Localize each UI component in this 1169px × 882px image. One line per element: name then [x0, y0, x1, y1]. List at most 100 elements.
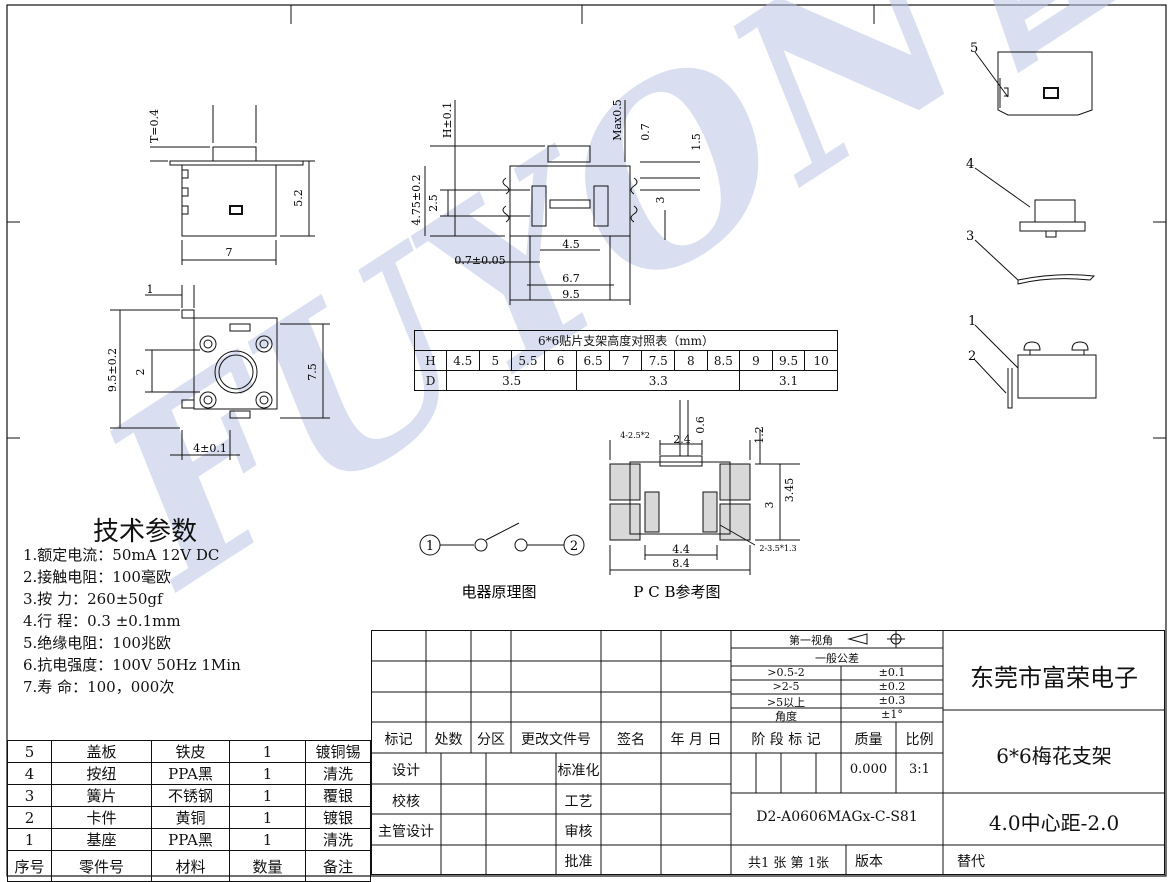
height-table-title: 6*6贴片支架高度对照表（mm）: [414, 330, 838, 351]
role-check: 校核: [392, 794, 420, 810]
dim-15: 1.5: [690, 133, 703, 151]
mass-label: 质量: [854, 732, 883, 748]
d-value: 3.1: [739, 370, 838, 391]
spec-item: 5.绝缘电阻：100兆欧: [23, 634, 171, 652]
rev-header: 处数: [434, 732, 463, 748]
dim-95b: 9.5: [562, 288, 580, 301]
bom-cell: 3: [7, 784, 52, 807]
part-name: 6*6梅花支架: [996, 744, 1112, 768]
tolerance-range: 角度: [775, 710, 797, 723]
bom-cell: 1: [229, 784, 306, 807]
bom-cell: 基座: [51, 828, 152, 851]
h-value: 5.5: [511, 350, 545, 371]
label-part-2: 2: [968, 349, 976, 364]
circuit-terminal-2: 2: [570, 539, 578, 554]
bom-cell: 卡件: [51, 806, 152, 829]
bom-cell: 黄铜: [151, 806, 230, 829]
circuit-terminal-1: 1: [426, 539, 434, 554]
h-value: 4.5: [446, 350, 480, 371]
bom-cell: 镀银: [305, 806, 371, 829]
h-value: 9: [739, 350, 773, 371]
rev-header: 年 月 日: [670, 732, 722, 748]
height-d-label: D: [414, 370, 447, 391]
mass-value: 0.000: [849, 762, 888, 777]
h-value: 7: [608, 350, 643, 371]
bom-cell: 不锈钢: [151, 784, 230, 807]
spec-item: 3.按 力：260±50gf: [23, 590, 163, 608]
tolerance-value: ±0.1: [878, 666, 906, 679]
title-block-grid: [371, 630, 1165, 875]
watermark: FUYON富荣: [55, 0, 1169, 640]
bom-cell: 1: [7, 828, 52, 851]
pcb-view: [609, 400, 800, 575]
version-label: 版本: [855, 854, 883, 870]
plan-view: [110, 285, 330, 460]
h-value: 8: [674, 350, 708, 371]
replace-label: 替代: [957, 854, 985, 870]
bom-cell: 4: [7, 762, 52, 785]
bom-cell: PPA黑: [151, 762, 230, 785]
dim-07b: 0.7±0.05: [454, 254, 505, 267]
label-part-4: 4: [966, 157, 974, 172]
bom-header-cell: 数量: [229, 850, 306, 882]
drawing-number: D2-A0606MAGx-C-S81: [756, 809, 918, 825]
dim-25: 2.5: [427, 194, 440, 212]
dim-475: 4.75±0.2: [410, 174, 423, 225]
dim-4: 4±0.1: [193, 442, 227, 455]
bom-cell: 按纽: [51, 762, 152, 785]
front-view: [150, 105, 315, 265]
bom-cell: 清洗: [305, 828, 371, 851]
bom-cell: 5: [7, 740, 52, 763]
dim-t: T=0.4: [148, 109, 161, 143]
bom-header-cell: 序号: [7, 850, 52, 882]
role-approve: 批准: [564, 854, 593, 870]
dim-2: 2: [134, 369, 147, 376]
tolerance-range: >5以上: [766, 696, 806, 709]
dim-75: 7.5: [306, 363, 319, 381]
height-table: 6*6贴片支架高度对照表（mm） H 4.5 5 5.5 6 6.5 7 7.5…: [414, 330, 838, 391]
h-value: 5: [478, 350, 513, 371]
tolerance-value: ±1°: [881, 708, 903, 721]
rev-header: 更改文件号: [521, 732, 591, 748]
role-design: 设计: [392, 763, 420, 779]
dim-max05: Max0.5: [611, 99, 624, 141]
pcb-3: 3: [763, 502, 776, 509]
section-view: [424, 100, 700, 305]
bom-header-cell: 备注: [305, 850, 371, 882]
d-value: 3.3: [576, 370, 741, 391]
scale-label: 比例: [905, 732, 934, 748]
role-lead: 主管设计: [378, 824, 434, 840]
dim-h01: H±0.1: [441, 102, 454, 138]
pcb-345: 3.45: [783, 478, 796, 503]
spec-item: 7.寿 命：100，000次: [23, 678, 175, 696]
bom-cell: 覆银: [305, 784, 371, 807]
dim-w7: 7: [226, 246, 233, 259]
spec-item: 6.抗电强度：100V 50Hz 1Min: [23, 656, 241, 674]
h-value: 7.5: [641, 350, 676, 371]
h-value: 6.5: [576, 350, 610, 371]
bom-cell: 清洗: [305, 762, 371, 785]
zone-ticks: [7, 5, 1166, 439]
bom-cell: 簧片: [51, 784, 152, 807]
bom-cell: 1: [229, 806, 306, 829]
label-part-5: 5: [970, 41, 978, 56]
h-value: 10: [804, 350, 838, 371]
bom-header: 序号零件号材料数量备注: [7, 850, 371, 882]
bom-cell: 1: [229, 828, 306, 851]
pcb-caption: P C B参考图: [633, 583, 720, 601]
sheet-count: 共1 张 第 1张: [748, 856, 829, 871]
tolerance-range: >0.5-2: [767, 666, 805, 679]
role-standard: 标准化: [557, 763, 600, 779]
rev-header: 标记: [384, 732, 413, 748]
role-process: 工艺: [564, 794, 593, 810]
spec-item: 1.额定电流：50mA 12V DC: [23, 546, 220, 564]
stage-label: 阶 段 标 记: [751, 732, 821, 748]
bom-cell: 镀铜锡: [305, 740, 371, 763]
pcb-84: 8.4: [672, 557, 690, 570]
